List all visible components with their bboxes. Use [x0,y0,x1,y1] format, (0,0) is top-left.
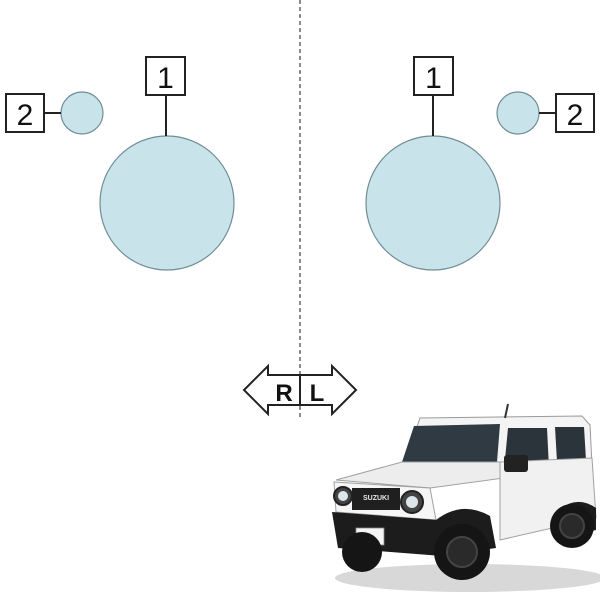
vehicle-antenna [504,403,509,419]
vehicle-headlight-right-lens [338,491,348,501]
vehicle-grille [352,488,400,510]
direction-label-l: L [310,380,325,407]
callout-2-label-left: 2 [567,99,584,132]
left-side-lamps: 1 2 [365,56,595,271]
callout-1-box-right [145,56,186,96]
callout-2-label-right: 2 [17,99,34,132]
vehicle-front-wheel-rim [446,536,478,568]
callout-2-box-left [555,93,595,133]
right-side-lamps: 1 2 [5,56,235,271]
vehicle-headlight-left-lens [406,496,418,508]
main-lamp-left [365,135,501,271]
vehicle-brand-badge: SUZUKI [363,495,389,502]
small-lamp-right [60,91,104,135]
direction-indicator: R L [242,363,358,417]
callout-1-label-right: 1 [157,62,174,95]
vehicle-hidden-wheel [342,532,382,572]
small-lamp-left [496,91,540,135]
vehicle-rear-wheel-rim [559,513,585,539]
callout-1-label-left: 1 [425,62,442,95]
vehicle-illustration: SUZUKI [332,403,600,592]
callout-2-box-right [5,93,45,133]
main-lamp-right [99,135,235,271]
vehicle-windshield [402,424,500,462]
vehicle-mirror [504,455,528,472]
callout-1-box-left [413,56,454,96]
direction-label-r: R [275,380,292,407]
vehicle-side-window-rear [555,427,586,462]
